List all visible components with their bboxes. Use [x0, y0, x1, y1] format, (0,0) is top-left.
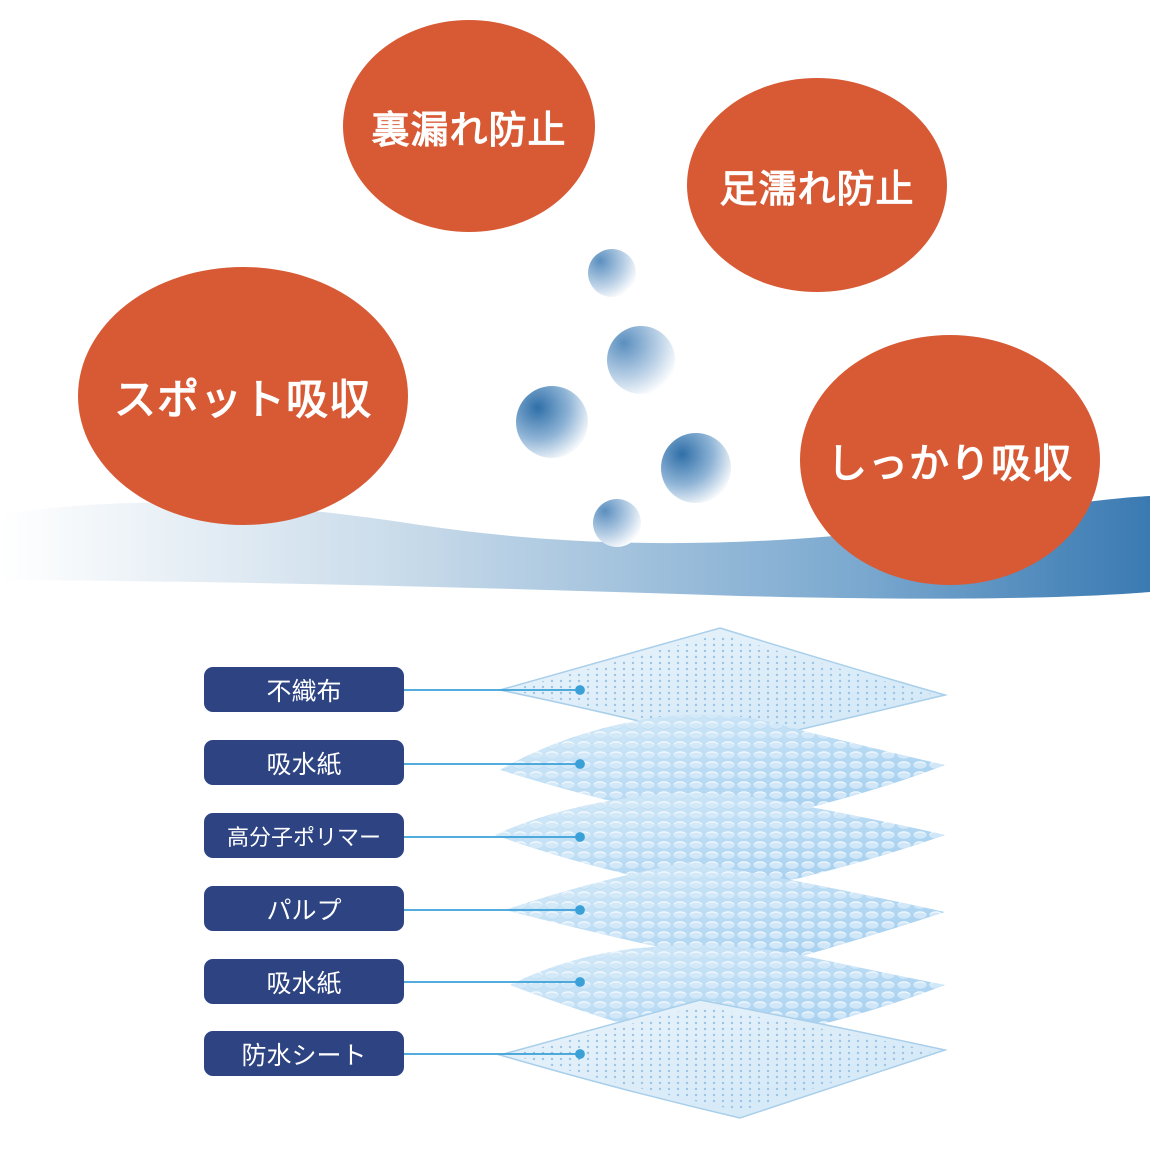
feature-text: 足濡れ防止	[719, 166, 915, 211]
feature-text: 裏漏れ防止	[371, 107, 567, 152]
droplet	[588, 249, 636, 297]
feature-circle-spot-absorb: スポット吸収	[78, 267, 408, 525]
layer-label-polymer: 高分子ポリマー	[204, 813, 404, 858]
feature-text: しっかり吸収	[827, 441, 1073, 487]
layer-label-pulp: パルプ	[204, 886, 404, 931]
layer-label-paper-1: 吸水紙	[204, 740, 404, 785]
layer-sheet-paper-1	[500, 714, 945, 822]
wave-band	[0, 496, 1150, 599]
droplet	[593, 499, 641, 547]
feature-text: スポット吸収	[113, 374, 372, 424]
layer-sheet-paper-2	[510, 945, 945, 1039]
layer-label-nonwoven: 不織布	[204, 667, 404, 712]
layer-label-text: 吸水紙	[266, 968, 342, 998]
layer-sheet-nonwoven	[499, 627, 948, 746]
layer-label-text: 不織布	[266, 676, 342, 706]
droplet	[516, 386, 588, 458]
layer-label-paper-2: 吸水紙	[204, 959, 404, 1004]
droplet	[607, 326, 675, 394]
layer-label-text: 防水シート	[241, 1040, 367, 1070]
layer-label-text: パルプ	[266, 895, 342, 925]
layer-sheet-polymer	[495, 792, 945, 887]
droplet	[661, 433, 731, 503]
feature-circle-back-leak: 裏漏れ防止	[343, 20, 595, 232]
layer-label-waterproof: 防水シート	[204, 1031, 404, 1076]
layer-sheet-waterproof	[497, 999, 948, 1119]
feature-circle-firm-absorb: しっかり吸収	[800, 335, 1100, 585]
layer-label-text: 吸水紙	[266, 749, 342, 779]
feature-circle-foot-wet: 足濡れ防止	[687, 78, 947, 292]
layer-sheet-pulp	[505, 862, 945, 968]
layer-label-text: 高分子ポリマー	[226, 825, 381, 851]
